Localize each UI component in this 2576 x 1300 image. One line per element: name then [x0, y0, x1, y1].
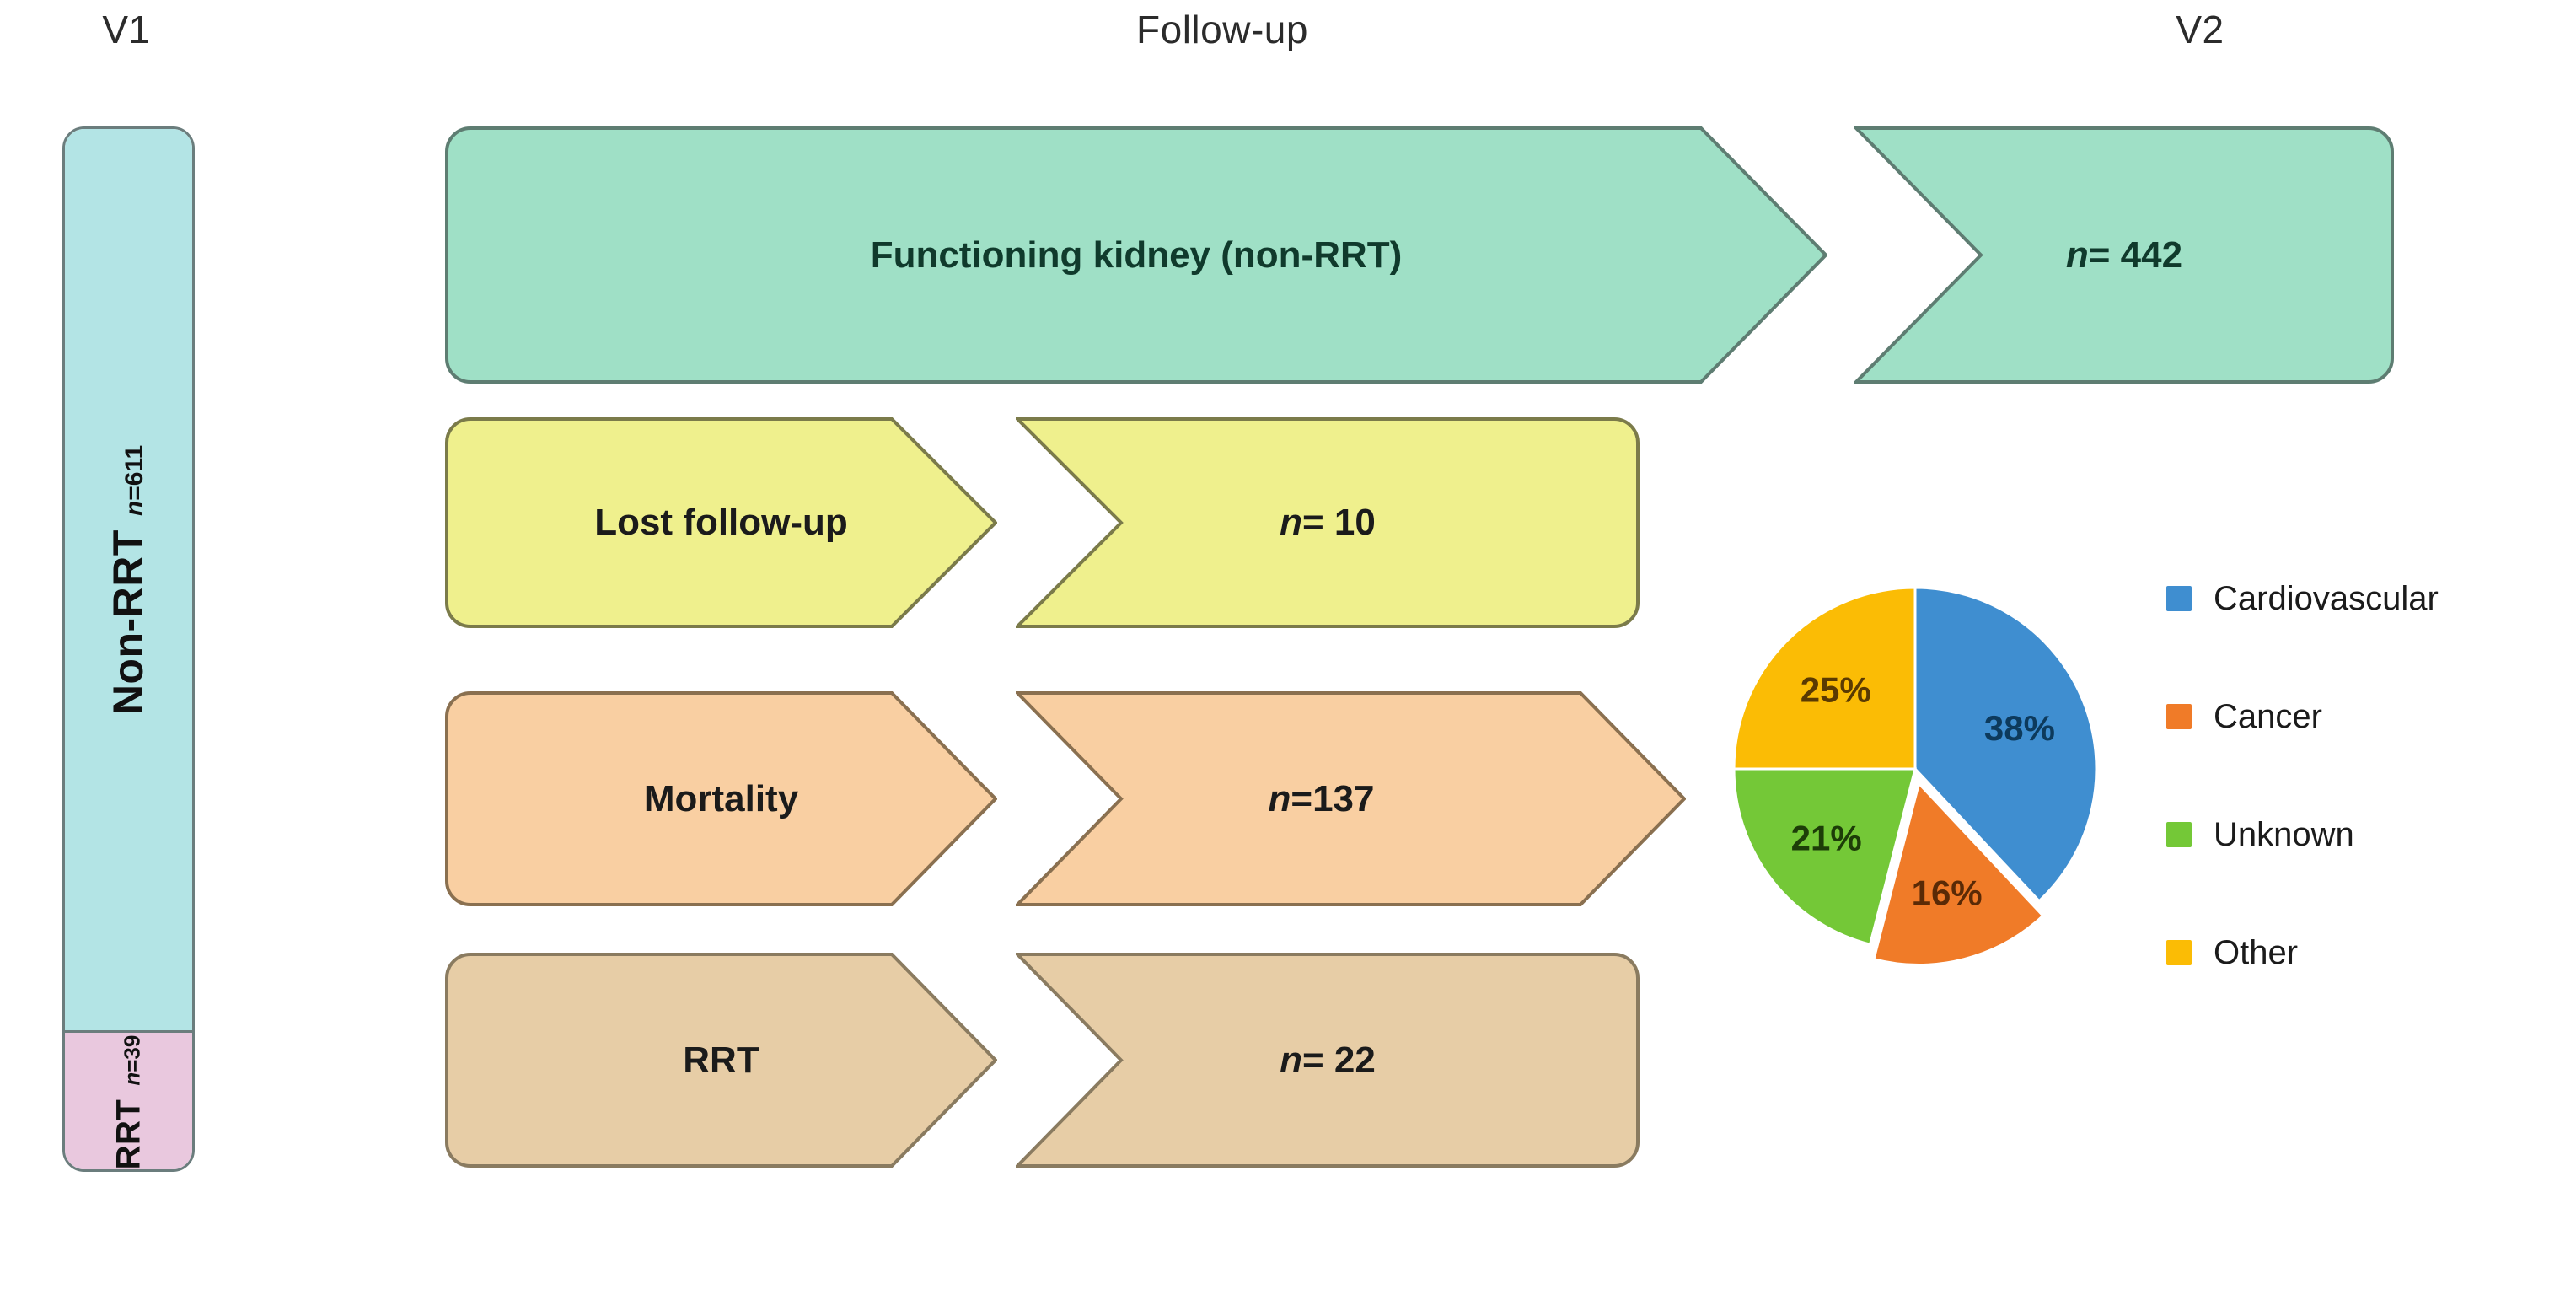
- column-header-follow-up: Follow-up: [1136, 8, 1308, 51]
- legend-item-unknown[interactable]: Unknown: [2166, 776, 2554, 894]
- legend-label-other: Other: [2214, 933, 2299, 971]
- pie-label-unknown: 21%: [1791, 819, 1862, 858]
- legend-swatch-cardiovascular: [2166, 586, 2192, 611]
- flow-label-rrt: RRT: [683, 1039, 759, 1081]
- pie-label-other: 25%: [1801, 670, 1871, 710]
- v1-non-rrt-count: n=611: [121, 444, 150, 515]
- pie-label-cancer: 16%: [1912, 873, 1983, 913]
- v1-cohort-bar: Non-RRT n=611 RRT n=39: [62, 126, 195, 1172]
- flow-label-functioning-kidney: Functioning kidney (non-RRT): [870, 234, 1403, 276]
- legend-swatch-unknown: [2166, 822, 2192, 847]
- flow-arrow-mortality: Mortality: [445, 691, 997, 906]
- v1-rrt-label: RRT: [110, 1099, 147, 1170]
- pie-slice-cardiovascular: [1913, 586, 2098, 903]
- legend-item-other[interactable]: Other: [2166, 894, 2554, 1012]
- italic-n: n: [1280, 1039, 1302, 1081]
- flow-arrow-functioning-kidney: Functioning kidney (non-RRT): [445, 126, 1827, 384]
- flow-value-number-functioning-kidney: = 442: [2088, 234, 2183, 276]
- flow-value-lost-follow-up: n= 10: [1016, 417, 1640, 628]
- flow-value-text-mortality: n=137: [1269, 778, 1375, 820]
- italic-n: n: [121, 500, 149, 516]
- flow-value-functioning-kidney: n= 442: [1854, 126, 2394, 384]
- flow-arrow-lost-follow-up: Lost follow-up: [445, 417, 997, 628]
- legend-item-cancer[interactable]: Cancer: [2166, 658, 2554, 776]
- flow-value-text-rrt: n= 22: [1280, 1039, 1376, 1082]
- v1-non-rrt-count-value: =611: [121, 444, 149, 501]
- legend-swatch-other: [2166, 940, 2192, 965]
- legend-label-cancer: Cancer: [2214, 697, 2322, 735]
- flow-value-text-lost-follow-up: n= 10: [1280, 502, 1376, 544]
- pie-slice-other: [1732, 586, 1917, 771]
- flow-arrow-rrt: RRT: [445, 953, 997, 1168]
- italic-n: n: [2065, 234, 2089, 276]
- flow-value-rrt: n= 22: [1016, 953, 1640, 1168]
- flow-label-lost-follow-up: Lost follow-up: [594, 502, 848, 543]
- v1-segment-rrt: RRT n=39: [65, 1033, 192, 1170]
- v1-segment-non-rrt-text: Non-RRT n=611: [105, 444, 153, 714]
- legend-swatch-cancer: [2166, 704, 2192, 729]
- legend-label-unknown: Unknown: [2214, 815, 2354, 853]
- flow-value-number-mortality: =137: [1291, 777, 1375, 819]
- legend-item-cardiovascular[interactable]: Cardiovascular: [2166, 540, 2554, 658]
- flow-value-mortality: n=137: [1016, 691, 1686, 906]
- pie-slice-cancer: [1872, 781, 2045, 966]
- flow-value-number-lost-follow-up: = 10: [1302, 502, 1376, 543]
- legend-label-cardiovascular: Cardiovascular: [2214, 579, 2439, 617]
- italic-n: n: [1280, 502, 1302, 543]
- pie-slice-unknown: [1732, 767, 1917, 947]
- v1-rrt-count: n=39: [119, 1035, 145, 1086]
- v1-non-rrt-label: Non-RRT: [105, 529, 153, 715]
- pie-svg: 38% 16% 21% 25%: [1732, 586, 2098, 966]
- mortality-cause-pie-chart: 38% 16% 21% 25%: [1720, 573, 2116, 970]
- column-header-v2: V2: [2176, 8, 2224, 51]
- pie-legend: Cardiovascular Cancer Unknown Other: [2166, 540, 2554, 1012]
- italic-n: n: [119, 1072, 144, 1086]
- v1-segment-non-rrt: Non-RRT n=611: [65, 129, 192, 1033]
- pie-label-cardiovascular: 38%: [1984, 708, 2055, 748]
- flow-label-mortality: Mortality: [643, 777, 799, 819]
- v1-rrt-count-value: =39: [119, 1034, 144, 1072]
- italic-n: n: [1268, 777, 1291, 819]
- v1-segment-rrt-text: RRT n=39: [110, 1035, 148, 1170]
- flow-value-text-functioning-kidney: n= 442: [2066, 234, 2182, 277]
- column-header-v1: V1: [102, 8, 151, 51]
- flow-value-number-rrt: = 22: [1302, 1039, 1376, 1081]
